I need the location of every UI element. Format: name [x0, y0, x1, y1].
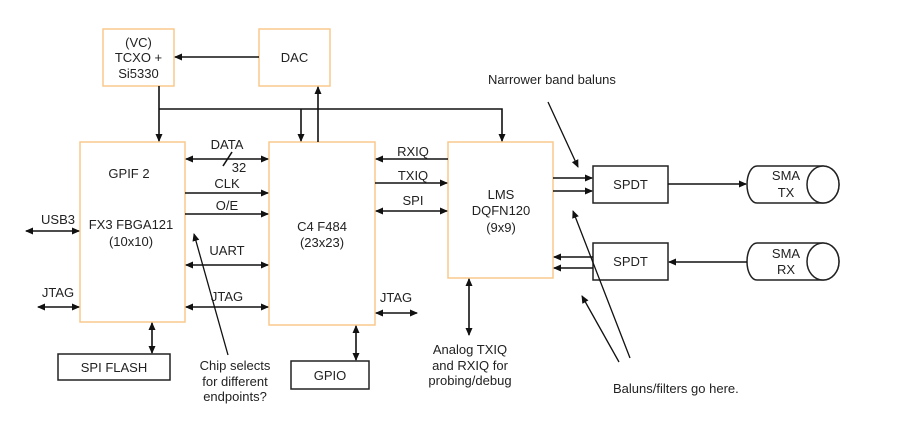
c4-fpga-block: C4 F484 (23x23) [268, 141, 376, 326]
tcxo-label-line-1: (VC) [125, 35, 152, 50]
spdt-rx-label: SPDT [613, 254, 648, 269]
sma-tx-label-line-1: SMA [772, 168, 801, 183]
c4-label-line-2: (23x23) [300, 235, 344, 250]
chip-selects-pointer-arrow [192, 233, 229, 356]
analog-note-line-2: and RXIQ for [432, 358, 509, 373]
narrow-baluns-pointer-arrow [547, 101, 579, 168]
chip-selects-note-line-1: Chip selects [200, 358, 271, 373]
baluns-filters-note: Baluns/filters go here. [613, 381, 739, 396]
sma-tx-label-line-2: TX [778, 185, 795, 200]
data-bus-label: DATA [211, 137, 244, 152]
clk-label: CLK [214, 176, 240, 191]
uart-label: UART [209, 243, 244, 258]
spdt-rx-block: SPDT [592, 242, 669, 281]
lms-label-line-1: LMS [488, 187, 515, 202]
baluns-filters-pointer-arrow-1 [581, 295, 620, 363]
rxiq-label: RXIQ [397, 144, 429, 159]
dac-label: DAC [281, 50, 308, 65]
bus-width-slash [222, 151, 233, 167]
c4-label-line-1: C4 F484 [297, 219, 347, 234]
spi-label: SPI [403, 193, 424, 208]
fx3-label-line-1: FX3 FBGA121 [89, 217, 174, 232]
tcxo-label-line-2: TCXO + [115, 50, 162, 65]
jtag-fx3-c4-label: JTAG [211, 289, 243, 304]
analog-note-line-3: probing/debug [428, 373, 511, 388]
fx3-block: GPIF 2 FX3 FBGA121 (10x10) [79, 141, 186, 323]
spi-flash-block: SPI FLASH [57, 353, 171, 381]
gpio-label: GPIO [314, 368, 347, 383]
tcxo-label-line-3: Si5330 [118, 66, 158, 81]
lms-label-line-2: DQFN120 [472, 203, 531, 218]
chip-selects-note-line-2: for different [202, 374, 268, 389]
analog-note-line-1: Analog TXIQ [433, 342, 507, 357]
clock-bus-line [159, 108, 506, 142]
jtag-c4-label: JTAG [380, 290, 412, 305]
spdt-tx-block: SPDT [592, 165, 669, 204]
spi-flash-label: SPI FLASH [81, 360, 147, 375]
gpio-block: GPIO [290, 360, 370, 390]
tcxo-block: (VC) TCXO + Si5330 [102, 28, 175, 87]
sma-rx-label-line-2: RX [777, 262, 795, 277]
jtag-fx3-label: JTAG [42, 285, 74, 300]
fx3-title: GPIF 2 [108, 166, 149, 181]
dac-block: DAC [258, 28, 331, 87]
usb3-label: USB3 [41, 212, 75, 227]
sma-rx-label-line-1: SMA [772, 246, 801, 261]
baluns-filters-pointer-arrow-2 [572, 210, 631, 359]
narrow-baluns-note: Narrower band baluns [488, 72, 616, 87]
fx3-label-line-2: (10x10) [109, 234, 153, 249]
sma-tx-connector: SMA TX [746, 165, 840, 204]
bus-width-label: 32 [232, 160, 246, 175]
sma-rx-connector: SMA RX [746, 242, 840, 281]
spdt-tx-label: SPDT [613, 177, 648, 192]
lms-block: LMS DQFN120 (9x9) [447, 141, 554, 279]
lms-label-line-3: (9x9) [486, 220, 516, 235]
oe-label: O/E [216, 198, 239, 213]
txiq-label: TXIQ [398, 168, 428, 183]
chip-selects-note-line-3: endpoints? [203, 389, 267, 404]
